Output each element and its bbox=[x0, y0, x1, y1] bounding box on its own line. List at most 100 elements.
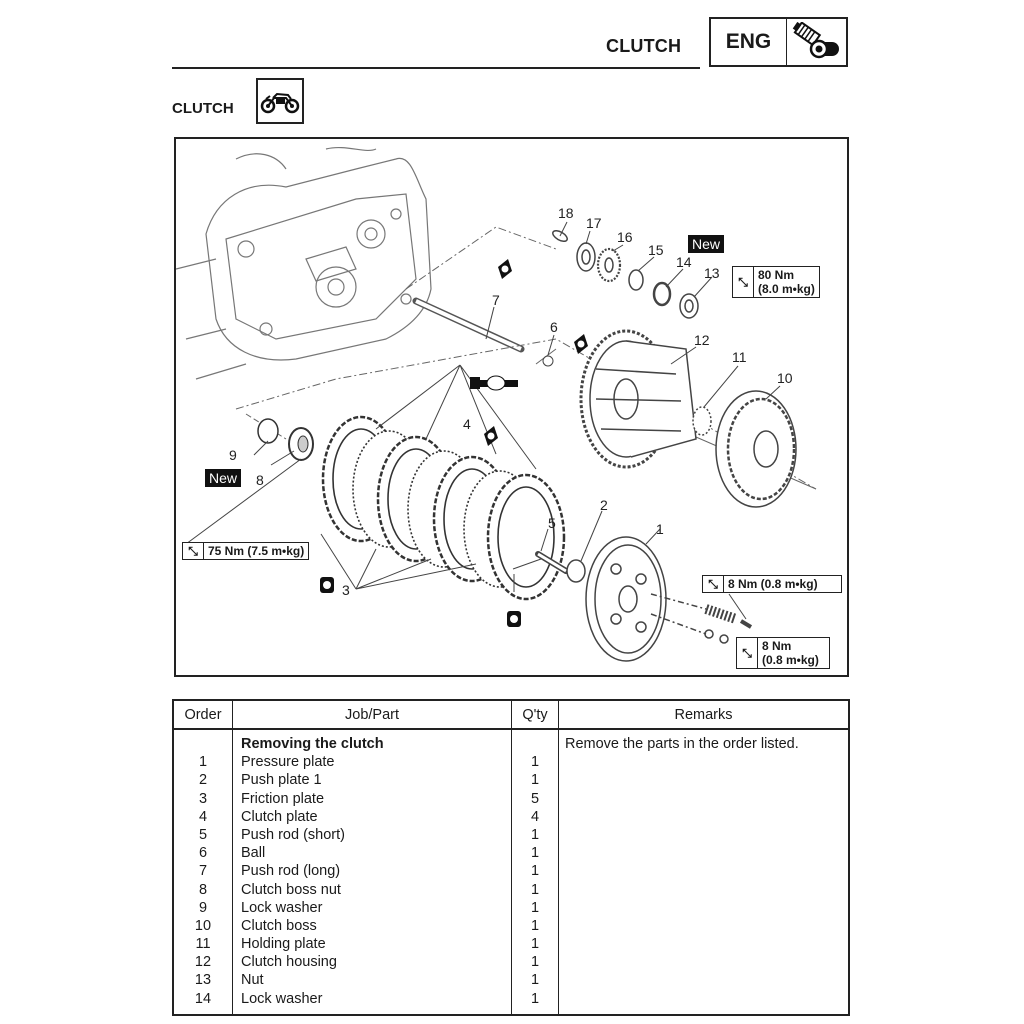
torque-value: 8 Nm bbox=[762, 639, 792, 653]
row-qty: 1 bbox=[530, 917, 540, 934]
row-order: 13 bbox=[194, 972, 212, 989]
row-qty: 1 bbox=[530, 881, 540, 898]
clutch-exploded-diagram: 18 17 16 15 14 13 New ⤡ 80 Nm(8.0 m•kg) … bbox=[174, 137, 849, 677]
torque-wrench-icon: ⤡ bbox=[733, 267, 754, 297]
spacer bbox=[512, 735, 558, 753]
row-part: Ball bbox=[241, 845, 266, 862]
torque-spec-nut-8: ⤡ 75 Nm (7.5 m•kg) bbox=[182, 542, 310, 560]
callout-1: 1 bbox=[656, 521, 664, 537]
torque-value: 75 Nm (7.5 m•kg) bbox=[208, 544, 305, 558]
callout-15: 15 bbox=[648, 242, 664, 258]
row-qty: 1 bbox=[530, 899, 540, 916]
row-order: 11 bbox=[195, 936, 211, 953]
torque-spec-bolt: ⤡ 8 Nm (0.8 m•kg) bbox=[702, 575, 842, 593]
row-part: Nut bbox=[241, 972, 264, 989]
callout-2: 2 bbox=[600, 497, 608, 513]
header-qty: Q'ty bbox=[511, 699, 559, 730]
lithium-soap-grease-marker bbox=[470, 375, 518, 391]
callout-3: 3 bbox=[342, 582, 350, 598]
clutch-housing-drawing bbox=[579, 329, 697, 469]
row-order: 1 bbox=[198, 754, 208, 771]
callout-13: 13 bbox=[704, 265, 720, 281]
torque-wrench-icon: ⤡ bbox=[737, 638, 758, 668]
torque-value-alt: (0.8 m•kg) bbox=[762, 653, 819, 667]
callout-17: 17 bbox=[586, 215, 602, 231]
callout-11: 11 bbox=[732, 349, 747, 365]
callout-14: 14 bbox=[676, 254, 692, 270]
row-part: Pressure plate bbox=[241, 754, 335, 771]
section-heading: Removing the clutch bbox=[241, 736, 384, 752]
callout-8: 8 bbox=[256, 472, 264, 488]
callout-10: 10 bbox=[777, 370, 793, 386]
clutch-plates-drawing bbox=[321, 415, 566, 601]
row-order: 14 bbox=[194, 990, 212, 1007]
row-qty: 1 bbox=[530, 954, 540, 971]
engine-oil-markers bbox=[320, 259, 588, 627]
page-header-title: CLUTCH bbox=[606, 36, 682, 56]
row-part: Clutch plate bbox=[241, 808, 318, 825]
new-badge-14: New bbox=[688, 235, 725, 253]
section-title: CLUTCH bbox=[172, 100, 234, 117]
callout-5: 5 bbox=[548, 515, 556, 531]
spacer bbox=[174, 735, 232, 753]
row-part: Friction plate bbox=[241, 790, 325, 807]
eng-badge-label: ENG bbox=[711, 19, 787, 65]
row-order: 5 bbox=[198, 826, 208, 843]
row-part: Lock washer bbox=[241, 899, 323, 916]
callout-16: 16 bbox=[617, 229, 633, 245]
eng-badge: ENG bbox=[709, 17, 848, 67]
motorcycle-icon bbox=[260, 92, 300, 114]
header-remarks: Remarks bbox=[558, 699, 850, 730]
pressure-plate-drawing bbox=[585, 536, 667, 662]
row-order: 9 bbox=[198, 899, 208, 916]
callout-4: 4 bbox=[463, 416, 471, 432]
callout-6: 6 bbox=[550, 319, 558, 335]
callout-12: 12 bbox=[694, 332, 710, 348]
row-qty: 1 bbox=[530, 826, 540, 843]
row-order: 7 bbox=[198, 863, 208, 880]
push-rod-long bbox=[412, 297, 525, 353]
row-part: Push plate 1 bbox=[241, 772, 322, 789]
row-qty: 5 bbox=[530, 790, 540, 807]
torque-spec-bolt-2: ⤡ 8 Nm(0.8 m•kg) bbox=[736, 637, 830, 669]
row-part: Push rod (long) bbox=[241, 863, 341, 880]
torque-value: 8 Nm (0.8 m•kg) bbox=[728, 577, 818, 591]
row-order: 3 bbox=[198, 790, 208, 807]
row-qty: 1 bbox=[530, 772, 540, 789]
row-order: 4 bbox=[198, 808, 208, 825]
row-order: 10 bbox=[194, 917, 212, 934]
row-order: 2 bbox=[198, 772, 208, 789]
crankcase-drawing bbox=[176, 146, 432, 380]
callout-9: 9 bbox=[229, 447, 237, 463]
torque-wrench-icon: ⤡ bbox=[183, 543, 204, 559]
row-qty: 1 bbox=[530, 936, 540, 953]
row-part: Clutch boss nut bbox=[241, 881, 341, 898]
clutch-boss-drawing bbox=[715, 390, 797, 508]
row-part: Push rod (short) bbox=[241, 826, 345, 843]
torque-value-alt: (8.0 m•kg) bbox=[758, 282, 815, 296]
engine-spanner-icon bbox=[787, 19, 846, 65]
row-part: Clutch boss bbox=[241, 917, 317, 934]
header-order: Order bbox=[172, 699, 233, 730]
row-order: 8 bbox=[198, 881, 208, 898]
remark-text: Remove the parts in the order listed. bbox=[565, 736, 799, 752]
torque-wrench-icon: ⤡ bbox=[703, 576, 724, 592]
row-order: 12 bbox=[194, 954, 212, 971]
row-qty: 1 bbox=[530, 990, 540, 1007]
row-part: Clutch housing bbox=[241, 954, 337, 971]
header-job-part: Job/Part bbox=[232, 699, 512, 730]
row-qty: 1 bbox=[530, 863, 540, 880]
row-qty: 1 bbox=[530, 754, 540, 771]
row-part: Lock washer bbox=[241, 990, 323, 1007]
torque-spec-nut-13: ⤡ 80 Nm(8.0 m•kg) bbox=[732, 266, 820, 298]
row-qty: 1 bbox=[530, 972, 540, 989]
row-part: Holding plate bbox=[241, 936, 326, 953]
remarks-column: Remove the parts in the order listed. bbox=[558, 729, 850, 1015]
row-qty: 4 bbox=[530, 808, 540, 825]
callout-7: 7 bbox=[492, 292, 500, 308]
torque-value: 80 Nm bbox=[758, 268, 795, 282]
